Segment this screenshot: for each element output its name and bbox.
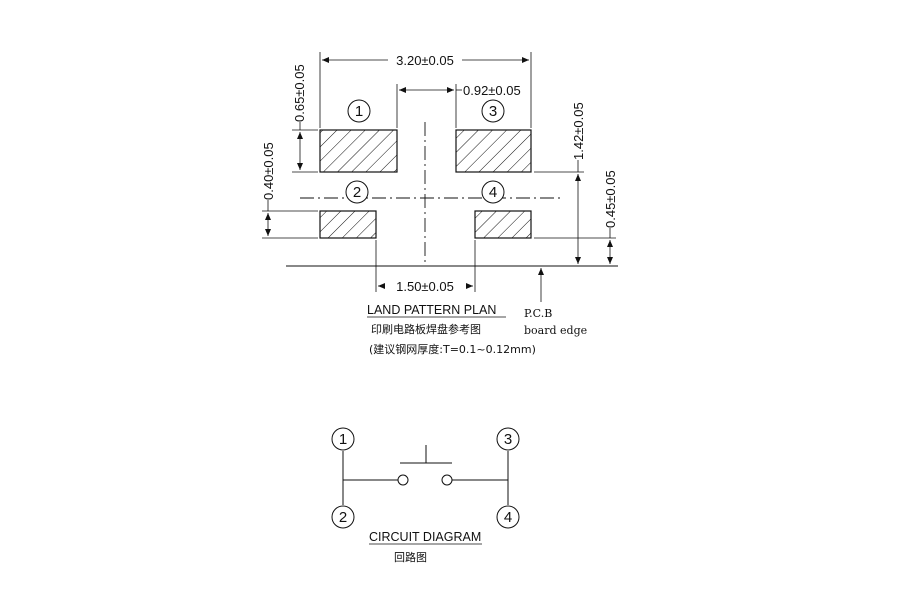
pin-3-label: 3 xyxy=(481,99,505,123)
land-pattern-subtitle: 印刷电路板焊盘参考图 xyxy=(371,322,481,336)
dimension-bottom-gap: 1.50±0.05 xyxy=(375,240,476,294)
svg-text:4: 4 xyxy=(489,184,497,201)
svg-text:0.40±0.05: 0.40±0.05 xyxy=(261,142,276,200)
pad-1 xyxy=(319,129,398,173)
pin-2-label: 2 xyxy=(345,180,369,204)
svg-text:3.20±0.05: 3.20±0.05 xyxy=(396,53,454,68)
circuit-pin-4: 4 xyxy=(496,505,520,529)
pad-2 xyxy=(319,210,377,239)
svg-text:0.92±0.05: 0.92±0.05 xyxy=(463,83,521,98)
circuit-diagram xyxy=(342,445,509,505)
pin-1-label: 1 xyxy=(347,99,371,123)
svg-text:3: 3 xyxy=(489,103,497,120)
svg-text:1: 1 xyxy=(339,431,347,448)
pin-4-label: 4 xyxy=(481,180,505,204)
svg-text:3: 3 xyxy=(504,431,512,448)
circuit-pin-2: 2 xyxy=(331,505,355,529)
stencil-thickness-note: (建议钢网厚度:T=0.1~0.12mm) xyxy=(369,342,536,356)
svg-text:2: 2 xyxy=(353,184,361,201)
pad-3 xyxy=(455,129,532,173)
dimension-pad-height-top: 0.65±0.05 xyxy=(292,64,318,173)
dimension-gap-width: 0.92±0.05 xyxy=(396,83,521,128)
dimension-center-distance: 1.42±0.05 xyxy=(534,102,586,264)
dimension-edge-distance: 0.45±0.05 xyxy=(534,170,618,264)
switch-contact-left xyxy=(397,474,409,486)
svg-text:1.50±0.05: 1.50±0.05 xyxy=(396,279,454,294)
switch-contact-right xyxy=(441,474,453,486)
circuit-pin-1: 1 xyxy=(331,427,355,451)
pcb-label: P.C.B xyxy=(524,307,552,320)
circuit-diagram-subtitle: 回路图 xyxy=(394,551,427,564)
svg-text:1: 1 xyxy=(355,103,363,120)
circuit-diagram-title: CIRCUIT DIAGRAM xyxy=(369,530,481,544)
board-edge-label: board edge xyxy=(524,324,587,337)
pad-4 xyxy=(474,210,532,239)
circuit-pin-3: 3 xyxy=(496,427,520,451)
svg-text:4: 4 xyxy=(504,509,512,526)
dimension-pad-height-bottom: 0.40±0.05 xyxy=(261,142,318,239)
dimension-overall-width: 3.20±0.05 xyxy=(319,52,532,128)
svg-text:2: 2 xyxy=(339,509,347,526)
svg-text:0.65±0.05: 0.65±0.05 xyxy=(292,64,307,122)
svg-text:0.45±0.05: 0.45±0.05 xyxy=(603,170,618,228)
svg-text:1.42±0.05: 1.42±0.05 xyxy=(571,102,586,160)
land-pattern-title: LAND PATTERN PLAN xyxy=(367,303,496,317)
